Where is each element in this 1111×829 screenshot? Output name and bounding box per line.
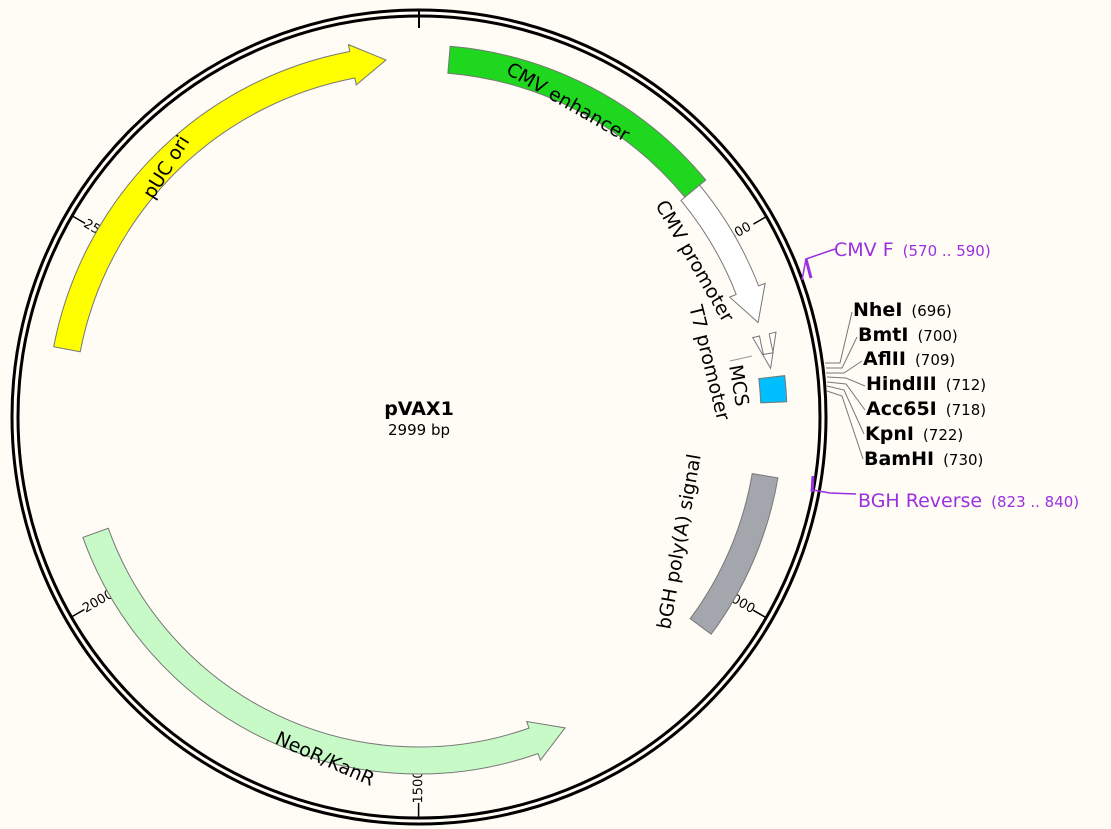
feature-puc-ori [53,43,387,353]
plasmid-size: 2999 bp [388,421,450,439]
tick-500 [753,215,767,225]
feature-mcs [758,375,788,404]
site-leaders [825,311,866,460]
site-hindiii: HindIII(712) [866,373,986,395]
feature-arcs [53,43,788,775]
tick-2000 [71,608,85,618]
feature-bgh-polya [689,473,779,635]
site-aflii: AflII(709) [863,348,955,370]
feature-neor-kanr [82,527,566,775]
svg-text:BGH Reverse(823 .. 840): BGH Reverse(823 .. 840) [858,490,1079,512]
site-bmti: BmtI(700) [858,324,958,346]
primer-bgh-reverse: BGH Reverse(823 .. 840) [810,475,1079,512]
tick-label-1500: 1500 [411,770,426,803]
site-kpni: KpnI(722) [865,423,963,445]
plasmid-name: pVAX1 [384,398,454,420]
feature-t7-promoter [751,331,777,370]
tick-marks: 5001000150020002500 [71,215,767,818]
feature-cmv-promoter [680,184,766,324]
t7-leader [729,355,753,362]
feature-cmv-enhancer [447,45,707,198]
site-acc65i: Acc65I(718) [866,398,986,420]
tick-1000 [752,609,767,619]
primer-cmv-f: CMV F(570 .. 590) [801,239,991,281]
label-bgh-polya: bGH poly(A) signal [653,452,705,631]
svg-text:CMV F(570 .. 590): CMV F(570 .. 590) [834,239,991,261]
site-nhei: NheI(696) [853,299,952,321]
tick-2500 [71,215,86,225]
site-bamhi: BamHI(730) [864,448,983,470]
